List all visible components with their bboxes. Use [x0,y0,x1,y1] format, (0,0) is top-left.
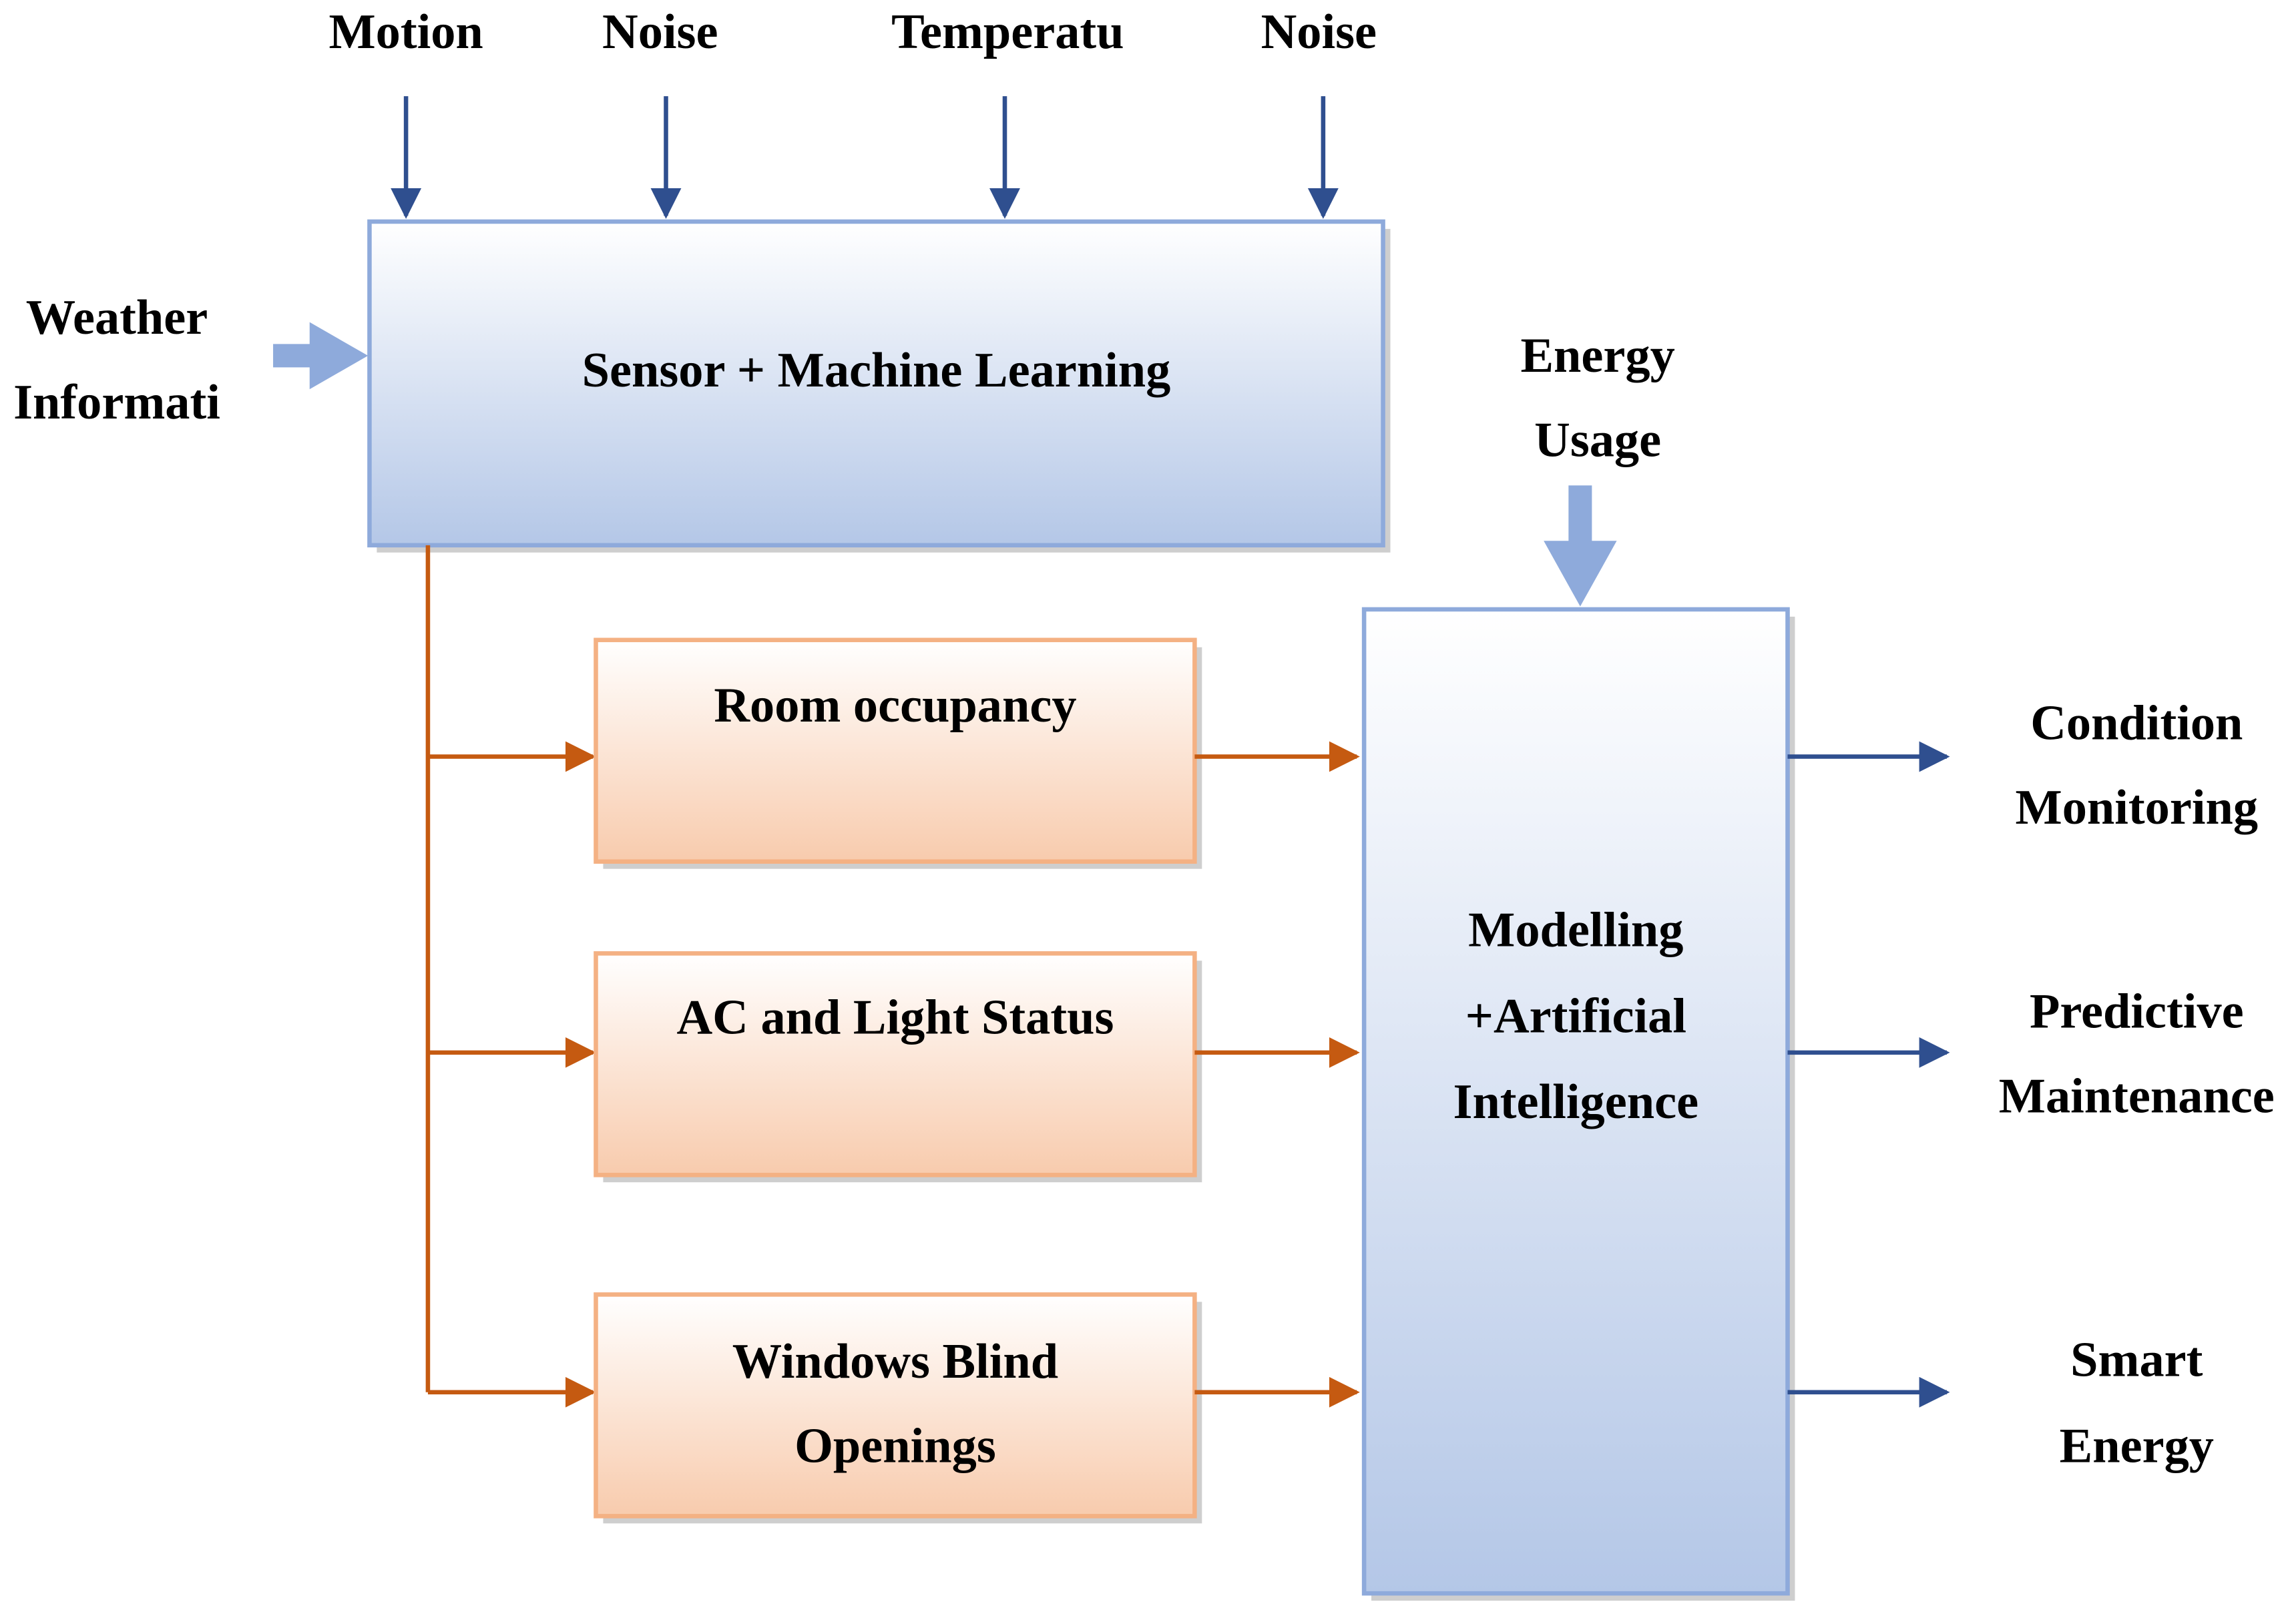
windows-blind-box: Windows Blind Openings [594,1292,1202,1524]
room-occupancy-title: Room occupancy [714,678,1076,733]
input-noise-label: Noise [602,5,718,59]
output-condition-line1: Condition [2030,696,2243,750]
energy-block-arrow [1544,485,1617,607]
outputs: Condition Monitoring Predictive Maintena… [1999,696,2275,1473]
energy-label-line2: Usage [1534,413,1661,468]
windows-blind-title-line1: Windows Blind [732,1334,1058,1389]
room-occupancy-box: Room occupancy [594,637,1202,869]
windows-blind-title-line2: Openings [794,1419,996,1474]
sensor-ml-title: Sensor + Machine Learning [582,343,1171,398]
output-predictive-line2: Maintenance [1999,1069,2275,1123]
output-arrows [1787,741,1950,1408]
weather-label-line1: Weather [26,290,208,345]
output-condition-line2: Monitoring [2016,780,2259,835]
top-inputs: Motion Noise Temperatu Noise [328,5,1377,219]
modelling-ai-title-line1: Modelling [1468,902,1683,957]
output-predictive-line1: Predictive [2030,985,2244,1039]
modelling-ai-title-line2: +Artificial [1465,989,1686,1043]
ac-light-title: AC and Light Status [676,991,1114,1045]
input-motion-label: Motion [328,5,483,59]
modelling-ai-title-line3: Intelligence [1453,1075,1699,1129]
energy-input: Energy Usage [1520,328,1675,607]
ac-light-box: AC and Light Status [594,951,1202,1183]
weather-input: Weather Informati [13,290,369,430]
output-smart-line2: Energy [2060,1419,2214,1474]
weather-block-arrow [273,322,369,390]
input-noise-2-label: Noise [1261,5,1377,59]
sensor-ml-box: Sensor + Machine Learning [367,219,1391,553]
input-temperature-label: Temperatu [891,5,1124,59]
status-to-ai-arrows [1194,741,1360,1408]
modelling-ai-box: Modelling +Artificial Intelligence [1361,607,1795,1601]
energy-label-line1: Energy [1520,328,1674,383]
sensor-branch-lines [425,545,596,1408]
weather-label-line2: Informati [13,375,220,430]
output-smart-line1: Smart [2070,1333,2203,1388]
